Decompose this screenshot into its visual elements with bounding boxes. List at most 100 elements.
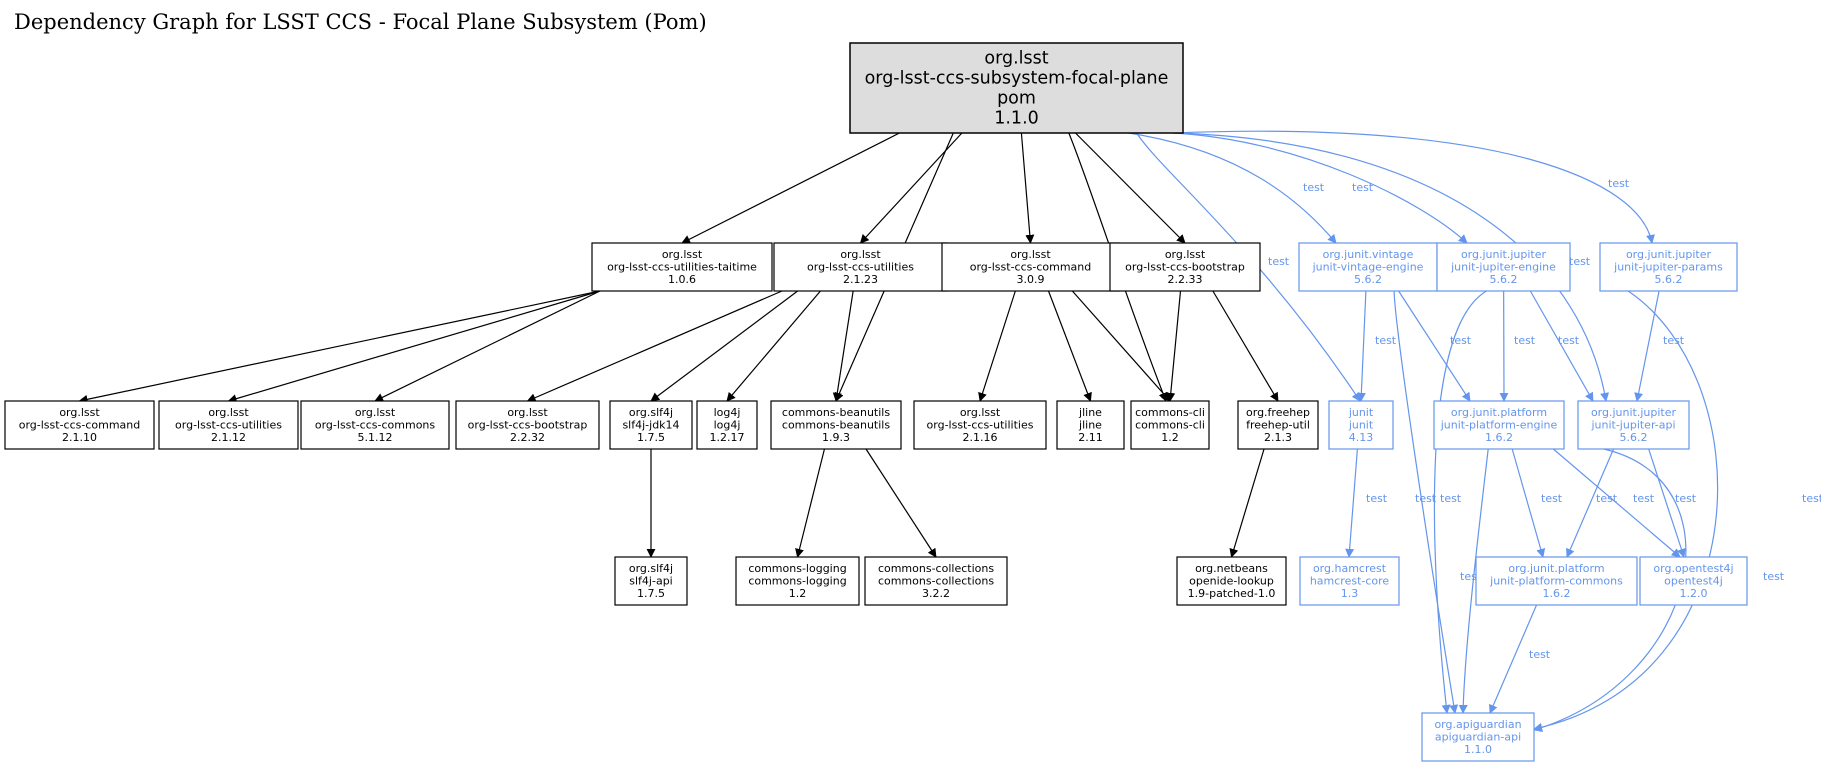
node-label-line: org.netbeans bbox=[1195, 562, 1268, 575]
edge-line bbox=[1345, 448, 1358, 558]
edge-jupiterengine-to-jupiterapi: test bbox=[1529, 290, 1594, 402]
node-box bbox=[300, 400, 450, 450]
node-label-line: 4.13 bbox=[1349, 431, 1374, 444]
edge-utilities2123-to-slf4jjdk bbox=[650, 290, 799, 402]
node-root: org.lsstorg-lsst-ccs-subsystem-focal-pla… bbox=[849, 42, 1184, 134]
node-box bbox=[1237, 400, 1319, 450]
node-box bbox=[609, 400, 693, 450]
edge-label: test bbox=[1352, 181, 1374, 194]
edge-jupiterengine-to-apiguardian: test bbox=[1433, 290, 1487, 714]
node-netbeans: org.netbeansopenide-lookup1.9-patched-1.… bbox=[1176, 556, 1287, 606]
node-vintage: org.junit.vintagejunit-vintage-engine5.6… bbox=[1298, 242, 1438, 292]
node-label-line: 2.2.33 bbox=[1168, 273, 1203, 286]
edge-line bbox=[1172, 132, 1468, 244]
node-label-line: org.lsst bbox=[1010, 248, 1051, 261]
node-label-line: commons-beanutils bbox=[782, 419, 890, 432]
node-label-line: org.junit.vintage bbox=[1323, 248, 1414, 261]
node-box bbox=[1056, 400, 1125, 450]
node-box bbox=[913, 400, 1047, 450]
node-label-line: org-lsst-ccs-bootstrap bbox=[468, 419, 588, 432]
edge-line bbox=[1458, 448, 1489, 714]
node-label-line: 1.3 bbox=[1341, 587, 1359, 600]
node-label-line: pom bbox=[997, 89, 1036, 109]
node-label-line: junit bbox=[1348, 406, 1374, 419]
node-label-line: org-lsst-ccs-subsystem-focal-plane bbox=[865, 69, 1169, 89]
edge-jupiterparams-to-jupiterapi: test bbox=[1634, 290, 1685, 402]
node-label-line: org-lsst-ccs-commons bbox=[315, 419, 436, 432]
node-label-line: 2.1.10 bbox=[62, 431, 97, 444]
node-label-line: org.junit.jupiter bbox=[1591, 406, 1677, 419]
node-box bbox=[696, 400, 758, 450]
edge-line bbox=[650, 290, 799, 402]
edge-utilities2123-to-bootstrap2232 bbox=[526, 290, 783, 402]
edge-taitime-to-command2110 bbox=[78, 290, 601, 404]
node-box bbox=[1599, 242, 1738, 292]
node-label-line: commons-logging bbox=[748, 562, 846, 575]
node-box bbox=[1475, 556, 1638, 606]
edge-utilities2123-to-beanutils bbox=[832, 290, 854, 402]
edge-jupiterengine-to-platformengine: test bbox=[1499, 290, 1536, 402]
node-label-line: org-lsst-ccs-utilities bbox=[175, 419, 282, 432]
node-label-line: org.lsst bbox=[840, 248, 881, 261]
edge-label: test bbox=[1663, 334, 1685, 347]
node-box bbox=[1328, 400, 1394, 450]
node-label-line: 2.1.16 bbox=[963, 431, 998, 444]
node-label-line: log4j bbox=[714, 406, 741, 419]
edge-line bbox=[526, 290, 783, 402]
node-box bbox=[773, 242, 948, 292]
edge-freehep-to-netbeans bbox=[1229, 448, 1265, 558]
edge-label: test bbox=[1366, 492, 1388, 505]
edge-vintage-to-platformengine: test bbox=[1398, 290, 1472, 402]
node-label-line: org.apiguardian bbox=[1434, 718, 1521, 731]
edge-label: test bbox=[1529, 648, 1551, 661]
edge-line bbox=[726, 290, 821, 402]
edge-label: test bbox=[1375, 334, 1397, 347]
edge-label: test bbox=[1268, 255, 1290, 268]
node-label-line: org.lsst bbox=[984, 49, 1048, 69]
edge-line bbox=[1212, 290, 1279, 402]
node-platformengine: org.junit.platformjunit-platform-engine1… bbox=[1433, 400, 1565, 450]
edge-line bbox=[1356, 290, 1367, 402]
edge-line bbox=[1433, 290, 1487, 714]
node-label-line: org.lsst bbox=[960, 406, 1001, 419]
edge-beanutils-to-logging bbox=[795, 448, 826, 558]
node-label-line: junit bbox=[1348, 419, 1374, 432]
node-layer: org.lsstorg-lsst-ccs-subsystem-focal-pla… bbox=[4, 42, 1748, 762]
node-box bbox=[1299, 556, 1400, 606]
edge-line bbox=[1393, 290, 1459, 714]
node-label-line: commons-beanutils bbox=[782, 406, 890, 419]
edge-junit-to-hamcrest: test bbox=[1345, 448, 1388, 558]
edge-root-to-jupiterapi: test bbox=[1172, 132, 1610, 402]
node-label-line: commons-cli bbox=[1135, 406, 1205, 419]
edge-line bbox=[1552, 448, 1681, 558]
node-box bbox=[849, 42, 1184, 134]
edge-root-to-vintage: test bbox=[1128, 132, 1337, 244]
node-jupiterengine: org.junit.jupiterjunit-jupiter-engine5.6… bbox=[1436, 242, 1571, 292]
node-label-line: org-lsst-ccs-utilities-taitime bbox=[607, 261, 757, 274]
edge-line bbox=[795, 448, 826, 558]
edge-label: test bbox=[1514, 334, 1536, 347]
node-label-line: 1.0.6 bbox=[668, 273, 696, 286]
node-label-line: 2.1.3 bbox=[1264, 431, 1292, 444]
node-label-line: org.junit.platform bbox=[1451, 406, 1547, 419]
edge-label: test bbox=[1633, 492, 1655, 505]
node-label-line: org.lsst bbox=[507, 406, 548, 419]
node-box bbox=[1421, 712, 1535, 762]
edge-command309-to-utilities2116 bbox=[978, 290, 1016, 402]
edge-root-to-bootstrap2233 bbox=[1075, 132, 1186, 244]
edge-root-to-taitime bbox=[681, 132, 900, 244]
edge-jupiterparams-to-apiguardian: test bbox=[1533, 290, 1821, 732]
node-label-line: 1.6.2 bbox=[1543, 587, 1571, 600]
edge-label: test bbox=[1303, 181, 1325, 194]
edge-line bbox=[1071, 290, 1171, 402]
